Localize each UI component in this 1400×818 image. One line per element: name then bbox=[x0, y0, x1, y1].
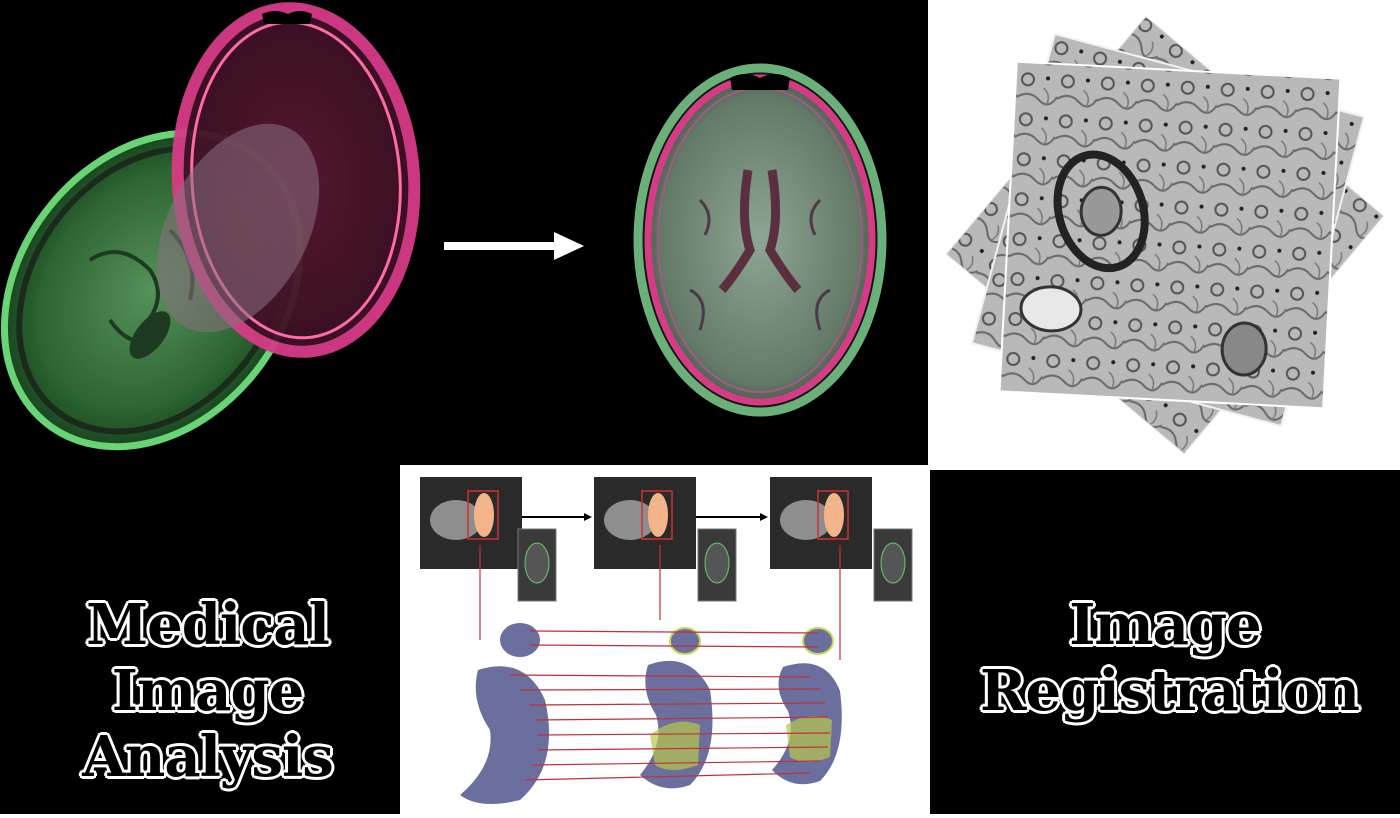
brain-registration-figure bbox=[0, 2, 887, 451]
ct-slice-3 bbox=[770, 477, 913, 602]
em-stack-panel bbox=[930, 0, 1400, 470]
caption-image-registration: Image Registration bbox=[980, 592, 1360, 724]
caption-medical-image-analysis: Medical Image Analysis bbox=[10, 592, 405, 790]
caption-right-background bbox=[930, 470, 1400, 814]
caption-right-line-2: Registration bbox=[980, 658, 1360, 724]
lung-registration-panel bbox=[400, 465, 930, 814]
mesh-row bbox=[460, 623, 842, 804]
right-arrow-icon bbox=[444, 232, 584, 260]
brain-registration-panel bbox=[0, 0, 928, 465]
lung-registration-figure bbox=[420, 477, 913, 804]
overlap-region bbox=[156, 123, 320, 333]
ct-slice-2 bbox=[594, 477, 737, 602]
em-image-stack bbox=[945, 15, 1385, 455]
caption-right-line-1: Image bbox=[1069, 592, 1262, 658]
correspondence-lines bbox=[509, 630, 831, 781]
registered-brain bbox=[633, 63, 887, 417]
caption-left-background bbox=[0, 465, 400, 814]
caption-left-line-2: Analysis bbox=[82, 724, 334, 790]
ct-slice-1 bbox=[420, 477, 557, 602]
caption-left-line-1: Medical Image bbox=[86, 592, 330, 724]
